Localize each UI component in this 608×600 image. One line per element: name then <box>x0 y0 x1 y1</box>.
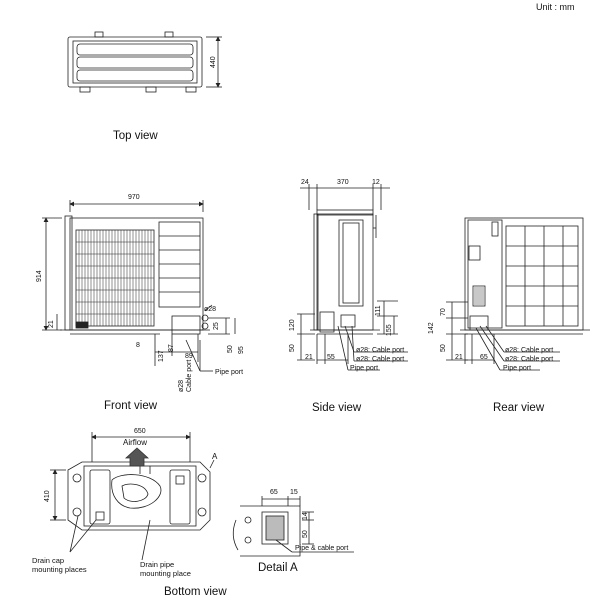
side-d21-label: 21 <box>305 354 313 361</box>
front-d50-label: 50 <box>227 345 234 353</box>
detail-d50-label: 50 <box>302 530 309 538</box>
caption-bottom-view: Bottom view <box>164 586 227 598</box>
rear-pipe-port: Pipe port <box>503 365 532 372</box>
rear-d50-label: 50 <box>440 344 447 352</box>
side-cable-port-2: ø28: Cable port <box>356 356 405 363</box>
detail-d15-label: 15 <box>290 489 298 496</box>
front-width-label: 970 <box>128 194 140 201</box>
detail-d65-label: 65 <box>270 489 278 496</box>
detail-marker-a: A <box>212 452 218 461</box>
caption-detail-a: Detail A <box>258 562 298 574</box>
caption-front-view: Front view <box>104 400 158 412</box>
front-cable-port-label: ø28 Cable port <box>178 359 193 392</box>
side-view-drawing <box>297 184 408 371</box>
rear-cable-port-1: ø28: Cable port <box>505 347 554 354</box>
bottom-depth-label: 410 <box>44 490 51 502</box>
front-d137-label: 137 <box>158 350 165 362</box>
bottom-width-label: 650 <box>134 428 146 435</box>
side-d155-label: 155 <box>386 324 393 336</box>
caption-side-view: Side view <box>312 402 362 414</box>
side-d50-label: 50 <box>289 344 296 352</box>
side-pipe-port: Pipe port <box>350 365 379 372</box>
side-d24-label: 24 <box>301 179 309 186</box>
front-d8-label: 8 <box>136 342 140 349</box>
front-height-label: 914 <box>36 270 43 282</box>
side-d370-label: 370 <box>337 179 349 186</box>
drain-pipe-label: Drain pipe mounting place <box>140 560 191 578</box>
rear-view-drawing <box>446 217 590 371</box>
airflow-label: Airflow <box>123 438 148 447</box>
caption-rear-view: Rear view <box>493 402 545 414</box>
detail-d14-label: 14 <box>302 512 309 520</box>
rear-d70-label: 70 <box>440 308 447 316</box>
detail-pipe-cable-port: Pipe & cable port <box>295 545 349 552</box>
rear-d21-label: 21 <box>455 354 463 361</box>
front-d21-label: 21 <box>48 320 55 328</box>
front-dia28-label: ø28 <box>204 306 217 313</box>
rear-cable-port-2: ø28: Cable port <box>505 356 554 363</box>
bottom-view-drawing <box>50 432 215 561</box>
unit-label: Unit : mm <box>536 2 575 12</box>
rear-d65-label: 65 <box>480 354 488 361</box>
top-view-drawing <box>67 31 222 93</box>
front-d89-label: 89 <box>185 353 193 360</box>
caption-top-view: Top view <box>113 130 158 142</box>
front-pipe-port-label: Pipe port <box>215 369 244 376</box>
side-d111-label: 111 <box>375 305 382 316</box>
front-d87-label: 87 <box>168 344 175 352</box>
drain-cap-label: Drain cap mounting places <box>32 556 87 574</box>
rear-d142-label: 142 <box>428 322 435 334</box>
side-d55-label: 55 <box>327 354 335 361</box>
front-view-drawing <box>42 200 236 372</box>
front-d25-label: 25 <box>213 322 220 330</box>
side-d12-label: 12 <box>372 179 380 186</box>
front-d95-label: 95 <box>238 346 245 354</box>
top-depth-label: 440 <box>210 56 217 68</box>
detail-a-drawing <box>232 496 354 557</box>
side-cable-port-1: ø28: Cable port <box>356 347 405 354</box>
side-d120-label: 120 <box>289 319 296 331</box>
